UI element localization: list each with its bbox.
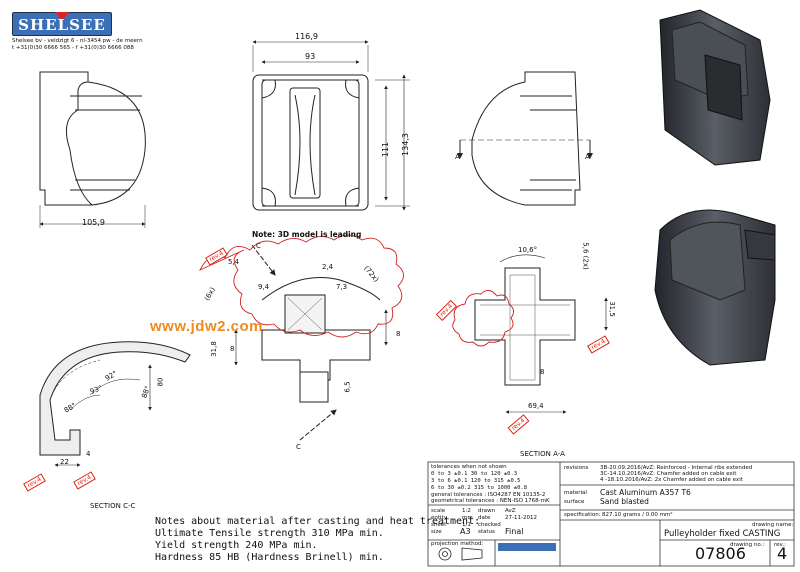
dim-sec-a-31-5: 31,5	[607, 301, 616, 317]
dim-sec-a-8: 8	[540, 368, 545, 376]
section-c-view	[234, 244, 388, 441]
geometrical-tolerances: geometrical tolerances : NEN-ISO 1768-mK	[431, 498, 550, 504]
scale-label: scale	[431, 508, 446, 514]
dim-cc-4: 4	[86, 450, 91, 458]
company-contact: t +31(0)30 6666 565 - f +31(0)30 6666 08…	[12, 45, 134, 51]
revision-entry: 3C-14.10.2016/AvZ: Chamfer added on cabl…	[600, 471, 737, 477]
status-value: Final	[505, 527, 524, 536]
sheet-label: sheet	[431, 522, 447, 528]
dim-sec-c-6-5: 6,5	[343, 381, 352, 393]
sheet-value: 1/1	[462, 522, 471, 528]
material-note-line: Ultimate Tensile strength 310 MPa min.	[155, 528, 384, 539]
company-logo: SHELSEE	[12, 12, 112, 36]
dim-sec-c-9-4: 9,4	[258, 283, 270, 291]
dim-sec-c-5-4: 5,4	[228, 258, 240, 266]
rev-number: 4	[777, 544, 788, 563]
dim-top-inner-width: 93	[305, 52, 316, 61]
material-note-line: Yield strength 240 MPa min.	[155, 540, 318, 551]
drawing-name-label: drawing name:	[752, 522, 794, 528]
size-value: A3	[460, 527, 471, 536]
revision-entry: 4 -18.10.2016/AvZ: 2x Chamfer added on c…	[600, 477, 743, 483]
dim-front-width: 105,9	[82, 218, 105, 227]
dim-sec-a-5-6: 5,6 (2x)	[581, 242, 590, 270]
render-3d-bottom	[654, 209, 776, 366]
tolerance-row: 3 to 6 ±0.1 120 to 315 ±0.5	[431, 478, 521, 484]
size-label: size	[431, 529, 442, 535]
revision-entry: 3B-20.09.2016/AvZ: Reinforced - Internal…	[600, 465, 753, 471]
revisions-label: revisions	[564, 465, 589, 471]
entity-label: entity	[431, 515, 447, 521]
dim-sec-c-7-3: 7,3	[336, 283, 348, 291]
dim-sec-c-31-8: 31,8	[209, 341, 218, 357]
scale-value: 1:2	[462, 508, 471, 514]
title-block-frame	[427, 461, 795, 567]
drawing-no-label: drawing no.:	[730, 542, 765, 548]
top-view	[252, 40, 410, 211]
section-mark-a-right: A	[585, 153, 590, 161]
revision-cloud-a	[452, 290, 514, 347]
dim-top-height-111: 111	[381, 141, 391, 158]
section-mark-c-bottom: C	[296, 443, 301, 451]
drawn-value: AvZ	[505, 508, 516, 514]
material-note-line: Hardness 85 HB (Hardness Brinell) min.	[155, 552, 384, 563]
dim-sec-c-8a: 8	[230, 345, 235, 353]
section-aa-view	[474, 254, 608, 414]
company-address: Shelsee bv - veldzigt 6 - nl-3454 pw - d…	[12, 38, 143, 44]
date-label: date	[478, 515, 491, 521]
dim-top-total-width: 116,9	[295, 32, 318, 41]
dim-sec-c-2-4: 2,4	[322, 263, 334, 271]
spec-value: 827.10 grams / 0.00 mm²	[602, 512, 673, 518]
section-mark-a-left: A	[455, 153, 460, 161]
dim-cc-80: 80	[156, 377, 165, 387]
date-value: 27-11-2012	[505, 515, 537, 521]
tolerance-row: 6 to 30 ±0.2 315 to 1000 ±0.8	[431, 485, 528, 491]
tolerances-header: tolerances when not shown	[431, 464, 507, 470]
projection-symbol	[438, 547, 483, 561]
section-mark-c-top: C	[256, 242, 261, 250]
revision-cloud-c	[199, 234, 404, 338]
render-3d-top	[659, 9, 771, 166]
rev-label: rev.:	[774, 542, 786, 548]
dim-sec-a-10-6: 10,6°	[518, 246, 538, 254]
surface-value: Sand blasted	[600, 497, 649, 506]
material-label: material	[564, 490, 587, 496]
surface-label: surface	[564, 499, 585, 505]
status-label: status	[478, 529, 495, 535]
section-aa-label: SECTION A-A	[520, 450, 565, 458]
dim-top-height-134: 134,3	[400, 133, 410, 156]
section-cc-view	[39, 341, 191, 467]
spec-label: specification:	[564, 512, 601, 518]
dim-sec-a-69-4: 69,4	[528, 402, 544, 410]
projection-label: projection method:	[431, 541, 484, 547]
material-value: Cast Aluminum A357 T6	[600, 488, 691, 497]
section-cc-label: SECTION C-C	[90, 502, 136, 510]
note-3d-model: Note: 3D model is leading	[252, 230, 362, 239]
drawing-name: Pulleyholder fixed CASTING	[664, 529, 781, 539]
checked-label: checked	[478, 522, 501, 528]
dim-cc-22: 22	[60, 458, 69, 466]
general-tolerances: general tolerances : ISO4287 EN 10135-2	[431, 492, 546, 498]
side-view	[457, 71, 593, 206]
tolerance-row: 0 to 3 ±0.1 30 to 120 ±0.3	[431, 471, 518, 477]
drawing-number: 07806	[695, 544, 746, 563]
watermark-text: www.jdw2.com	[150, 318, 263, 335]
title-block-logo	[498, 543, 556, 551]
front-view	[39, 71, 146, 228]
logo-triangle	[55, 12, 69, 21]
dim-sec-c-8b: 8	[396, 330, 401, 338]
drawn-label: drawn	[478, 508, 496, 514]
logo-text: SHELSEE	[18, 16, 106, 34]
entity-value: mm	[462, 515, 473, 521]
material-note-line: Notes about material after casting and h…	[155, 516, 481, 527]
